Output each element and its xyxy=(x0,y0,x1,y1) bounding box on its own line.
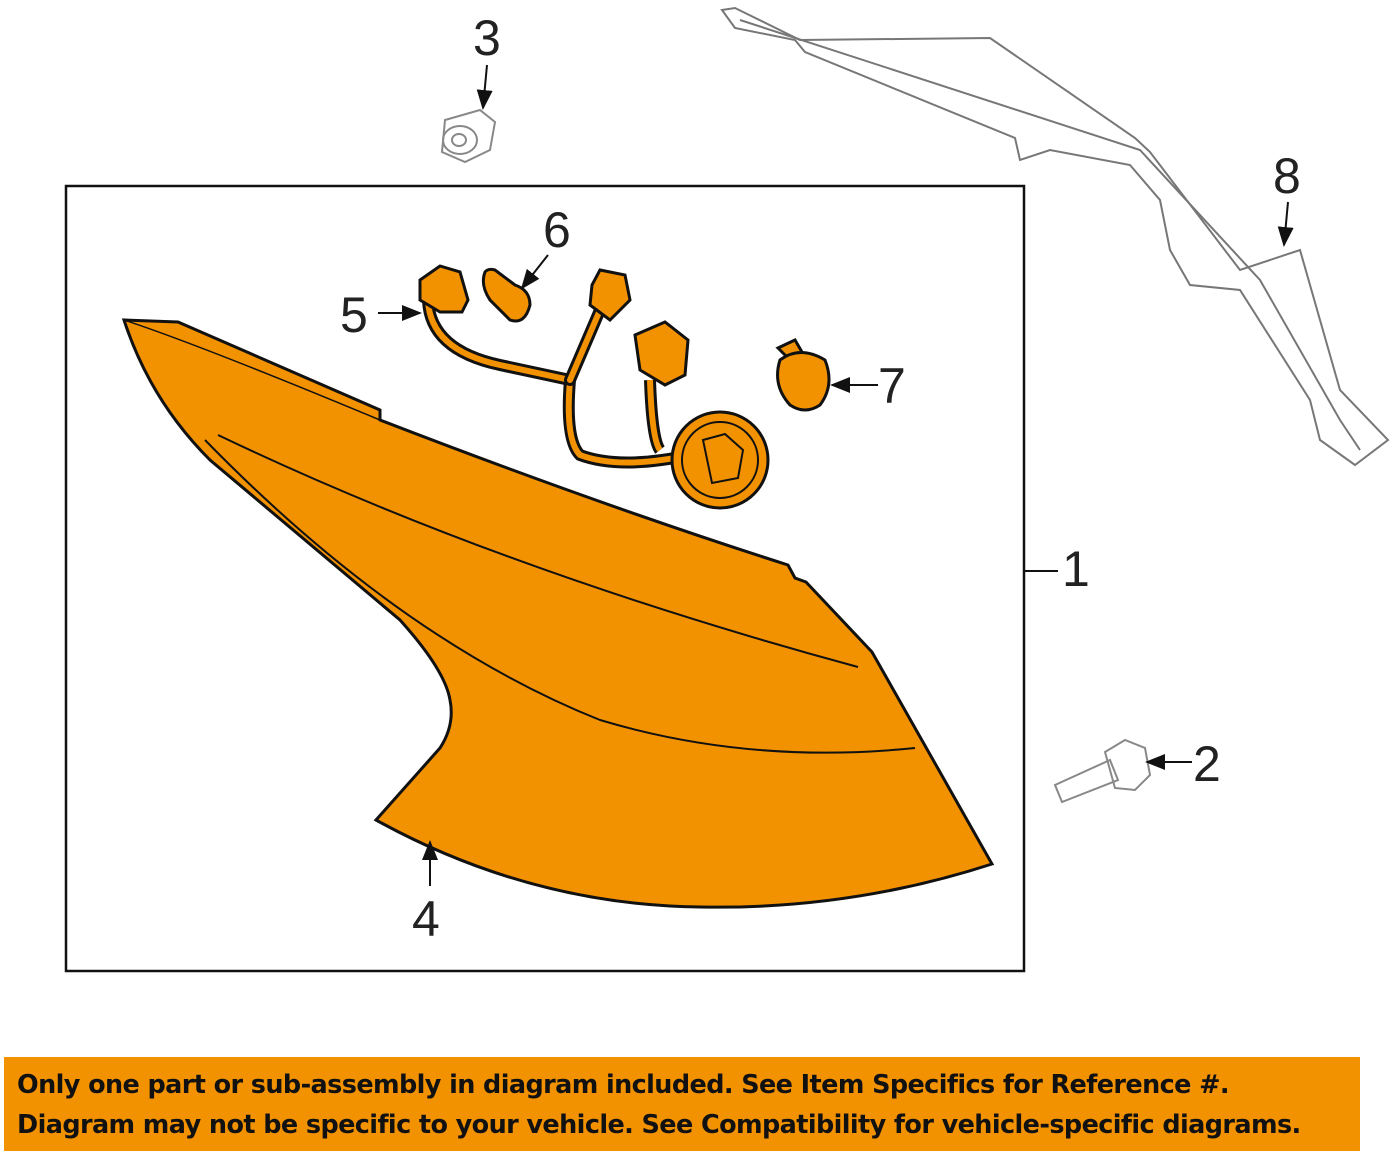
bulb-part-7 xyxy=(775,338,831,412)
bulb-part-6 xyxy=(481,267,532,323)
disclaimer-line-2: Diagram may not be specific to your vehi… xyxy=(17,1110,1301,1140)
nut-part-3 xyxy=(440,108,497,164)
callout-8: 8 xyxy=(1273,148,1301,204)
callout-3: 3 xyxy=(473,10,501,66)
callout-6: 6 xyxy=(543,202,571,258)
callout-7: 7 xyxy=(878,358,906,414)
assembly-frame xyxy=(64,184,1026,973)
disclaimer-line-1: Only one part or sub-assembly in diagram… xyxy=(17,1070,1230,1100)
callout-5: 5 xyxy=(340,287,368,343)
trim-panel-part-8 xyxy=(720,6,1390,467)
disclaimer-banner: Only one part or sub-assembly in diagram… xyxy=(4,1057,1360,1151)
callout-2: 2 xyxy=(1193,736,1221,792)
wiring-harness-part-5 xyxy=(418,264,770,510)
callout-4: 4 xyxy=(412,891,440,947)
tail-lamp-lens-part-4 xyxy=(121,318,995,909)
callout-1: 1 xyxy=(1062,541,1090,597)
bolt-part-2 xyxy=(1053,738,1152,804)
leader-arrows xyxy=(378,64,1294,886)
